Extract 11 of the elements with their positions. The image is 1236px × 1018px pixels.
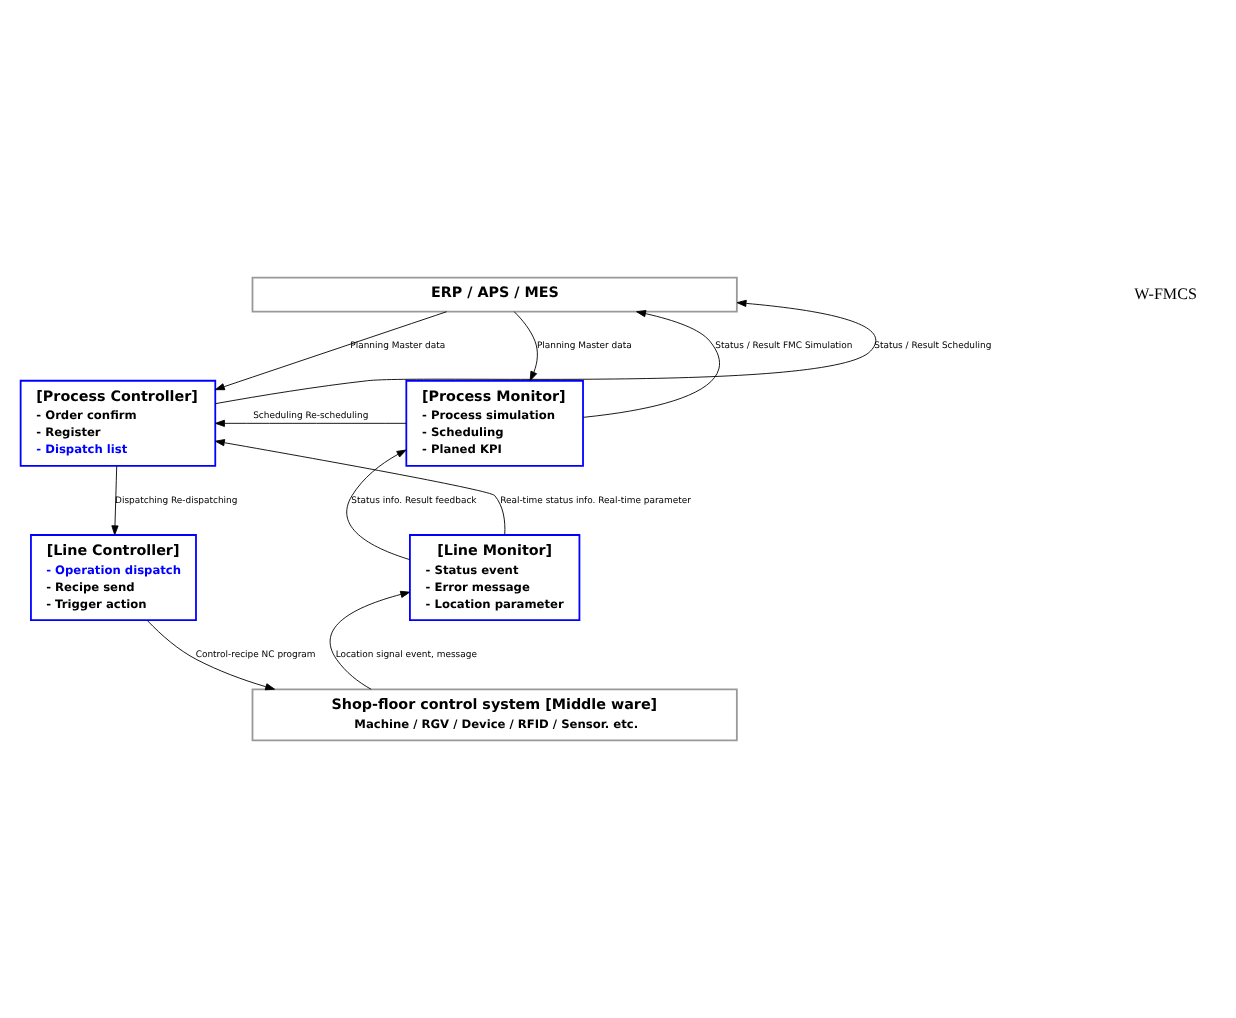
arrow <box>582 310 720 418</box>
arrow <box>346 449 411 561</box>
arrow <box>513 311 538 382</box>
label: W-FMCS <box>1134 284 1197 303</box>
arrow <box>214 299 877 405</box>
arrow <box>214 311 448 391</box>
arrow <box>329 590 411 690</box>
arrow <box>111 465 119 536</box>
arrow <box>214 439 506 536</box>
arrow <box>215 419 407 427</box>
arrow <box>146 620 276 691</box>
